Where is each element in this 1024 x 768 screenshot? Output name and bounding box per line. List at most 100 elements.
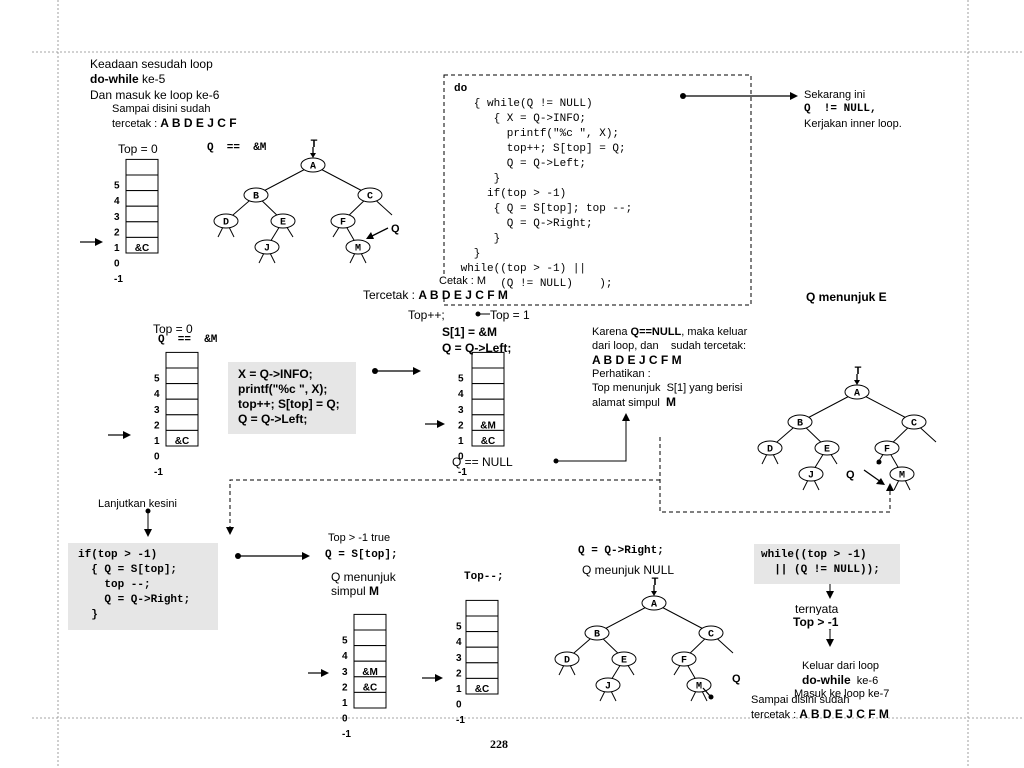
tree-edge <box>653 602 712 634</box>
stack-cell <box>353 613 387 631</box>
top-marker: T <box>652 576 659 588</box>
tree-node-label: B <box>594 630 600 641</box>
stack-cell <box>125 236 159 254</box>
stack-cell <box>465 677 499 695</box>
stack-entry: &C <box>481 436 495 447</box>
exit-loop-label: Keluar dari loop <box>802 660 880 672</box>
stack-index: -1 <box>154 467 163 478</box>
because-q-null: Karena Q==NULL, maka keluar <box>592 326 748 338</box>
do-while-code-line-9: Q = Q->Right; <box>454 218 593 230</box>
stack-index: 3 <box>456 653 462 664</box>
null-pointer-dot <box>876 459 882 465</box>
tree-node-f <box>671 651 697 667</box>
stack-index: 3 <box>458 405 464 416</box>
stack-index: -1 <box>342 729 351 740</box>
loop-label: do-while ke-5 <box>90 72 166 86</box>
stack-index: 4 <box>154 389 160 400</box>
tree-node-m <box>889 466 915 482</box>
now-label: Sekarang ini <box>804 89 866 101</box>
stack-index: 1 <box>342 698 348 709</box>
stack-index: 3 <box>154 405 160 416</box>
arrow-head-note <box>790 92 798 100</box>
stack-cell <box>471 367 505 385</box>
do-while-code-line-1: { while(Q != NULL) <box>454 98 593 110</box>
dashed-path-right <box>659 437 891 513</box>
stack-cell <box>353 629 387 647</box>
stack-index: 0 <box>456 700 462 711</box>
loop-enter-label: Dan masuk ke loop ke-6 <box>90 88 220 102</box>
stack-index: 2 <box>458 420 464 431</box>
printed-so-far-label: Sampai disini sudah <box>112 103 211 115</box>
code-box-border <box>443 74 752 306</box>
stack-cell <box>471 351 505 369</box>
tree-node-c <box>698 625 724 641</box>
if-code-box <box>68 543 218 630</box>
stack-cell <box>165 367 199 385</box>
print-m-label: Cetak : M <box>439 275 487 288</box>
tree-node-label: B <box>797 419 803 430</box>
dowhile-6-label: do-while ke-6 <box>802 673 879 687</box>
stack-cell <box>125 205 159 223</box>
state-title: Keadaan sesudah loop <box>90 57 213 71</box>
top-increment: Top++; <box>408 308 445 322</box>
tree-node-label: C <box>708 630 714 641</box>
q-not-null: Q != NULL, <box>804 103 877 115</box>
continue-here: Lanjutkan kesini <box>98 498 177 510</box>
top-equals-1: Top = 1 <box>490 308 530 322</box>
stack-cell <box>465 599 499 617</box>
q-eq-m-2: Q == &M <box>158 334 218 346</box>
top-decrement: Top--; <box>464 571 504 583</box>
q-marker: Q <box>391 223 400 235</box>
tree-node-j <box>798 466 824 482</box>
do-while-code-line-8: { Q = S[top]; top --; <box>454 203 633 215</box>
tree-node-label: F <box>340 218 346 229</box>
inner-loop-code-box <box>228 362 356 434</box>
tree-node-b <box>584 625 610 641</box>
stack-index: -1 <box>456 715 465 726</box>
top-points-note: Top menunjuk S[1] yang berisi <box>592 382 743 394</box>
tree-node-b <box>243 187 269 203</box>
node-m-label: simpul M <box>331 584 380 598</box>
top-marker: T <box>311 138 318 150</box>
do-while-code-line-4: top++; S[top] = Q; <box>454 143 626 155</box>
stack-index: 1 <box>456 684 462 695</box>
q-points-e: Q menunjuk E <box>806 290 887 304</box>
top-marker: T <box>855 365 862 377</box>
stack-entry: &C <box>175 436 189 447</box>
q-marker: Q <box>732 673 741 685</box>
if-top-code: if(top > -1) { Q = S[top]; top --; Q = Q… <box>78 548 190 623</box>
stack-index: 1 <box>114 243 120 254</box>
stack-cell <box>465 646 499 664</box>
tree-node-c <box>901 414 927 430</box>
enter-loop-7: Masuk ke loop ke-7 <box>794 688 890 700</box>
tree-node-label: M <box>899 471 905 482</box>
top-true-label: Top > -1 true <box>328 532 391 544</box>
tree-node-j <box>595 677 621 693</box>
stack-index: 3 <box>342 667 348 678</box>
stack-cell <box>471 398 505 416</box>
tree-node-label: D <box>767 445 773 456</box>
printed-sequence-4: tercetak : A B D E J C F M <box>751 707 889 722</box>
stack-cell <box>125 221 159 238</box>
tree-node-label: J <box>808 471 814 482</box>
printed-sequence-3: A B D E J C F M <box>592 353 682 367</box>
q-points-label: Q menunjuk <box>331 570 396 584</box>
while-cond-box <box>754 544 900 584</box>
stack-cell <box>471 383 505 400</box>
do-while-code: do { while(Q != NULL) { X = Q->INFO; pri… <box>454 82 632 292</box>
stack-index: 0 <box>458 452 464 463</box>
do-inner-loop: Kerjakan inner loop. <box>804 118 902 130</box>
node-address-note: alamat simpul M <box>592 395 676 410</box>
tree-node-m <box>345 239 371 255</box>
stack-cell <box>125 174 159 192</box>
stack-index: 2 <box>154 420 160 431</box>
tree-node-label: A <box>651 600 657 611</box>
tree-edge <box>255 164 314 196</box>
stack-entry: &M <box>480 420 496 431</box>
